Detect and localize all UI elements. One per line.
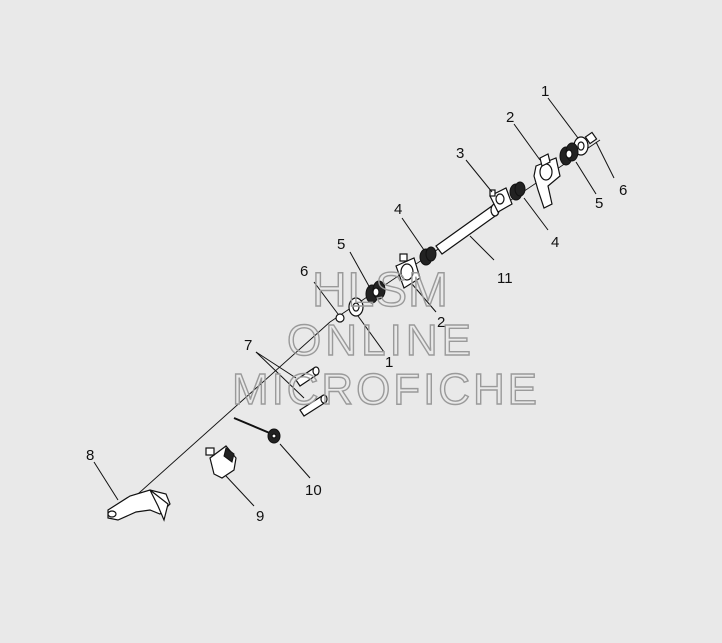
callout-6-upper: 6 <box>619 182 627 199</box>
callout-7: 7 <box>244 337 252 354</box>
clamp-part-3[interactable] <box>489 187 513 213</box>
fork-part-2-upper[interactable] <box>533 153 561 209</box>
pin-part-7-a[interactable] <box>295 366 320 387</box>
pin-part-7-b[interactable] <box>299 394 328 417</box>
callout-4-lower: 4 <box>551 234 559 251</box>
spring-part-5-upper[interactable] <box>559 142 579 166</box>
detent-part-10[interactable] <box>233 417 281 444</box>
watermark-line-3: MICROFICHE <box>232 365 537 414</box>
leader-lines <box>93 97 615 507</box>
assembly-axis-lower <box>119 321 331 511</box>
callout-5-upper: 5 <box>595 195 603 212</box>
watermark-line-2: ONLINE <box>287 316 471 365</box>
pin-part-6-upper[interactable] <box>584 131 598 145</box>
callout-5-lower: 5 <box>337 236 345 253</box>
callout-11: 11 <box>497 270 513 287</box>
spring-part-4-lower[interactable] <box>419 246 437 266</box>
spring-part-5-lower[interactable] <box>365 280 386 304</box>
fork-part-2-lower[interactable] <box>395 253 421 289</box>
callout-labels: 1 2 3 4 4 5 5 6 6 11 2 1 7 8 9 10 <box>86 83 627 525</box>
lever-part-9[interactable] <box>205 445 237 479</box>
callout-10: 10 <box>305 482 322 499</box>
callout-6-lower: 6 <box>300 263 308 280</box>
arm-part-8[interactable] <box>107 489 171 522</box>
shaft-part-11[interactable] <box>435 203 500 255</box>
callout-9: 9 <box>256 508 264 525</box>
callout-2-lower: 2 <box>437 314 445 331</box>
callout-1-lower: 1 <box>385 354 393 371</box>
watermark: HLSM ONLINE MICROFICHE <box>231 263 537 414</box>
callout-2-upper: 2 <box>506 109 514 126</box>
pin-part-6-lower[interactable] <box>335 313 345 323</box>
callout-8: 8 <box>86 447 94 464</box>
nut-part-1-lower[interactable] <box>348 297 364 317</box>
callout-4-upper: 4 <box>394 201 402 218</box>
callout-1-upper: 1 <box>541 83 549 100</box>
spring-part-4-upper[interactable] <box>509 181 526 201</box>
watermark-line-1: HLSM <box>312 264 448 317</box>
callout-3: 3 <box>456 145 464 162</box>
